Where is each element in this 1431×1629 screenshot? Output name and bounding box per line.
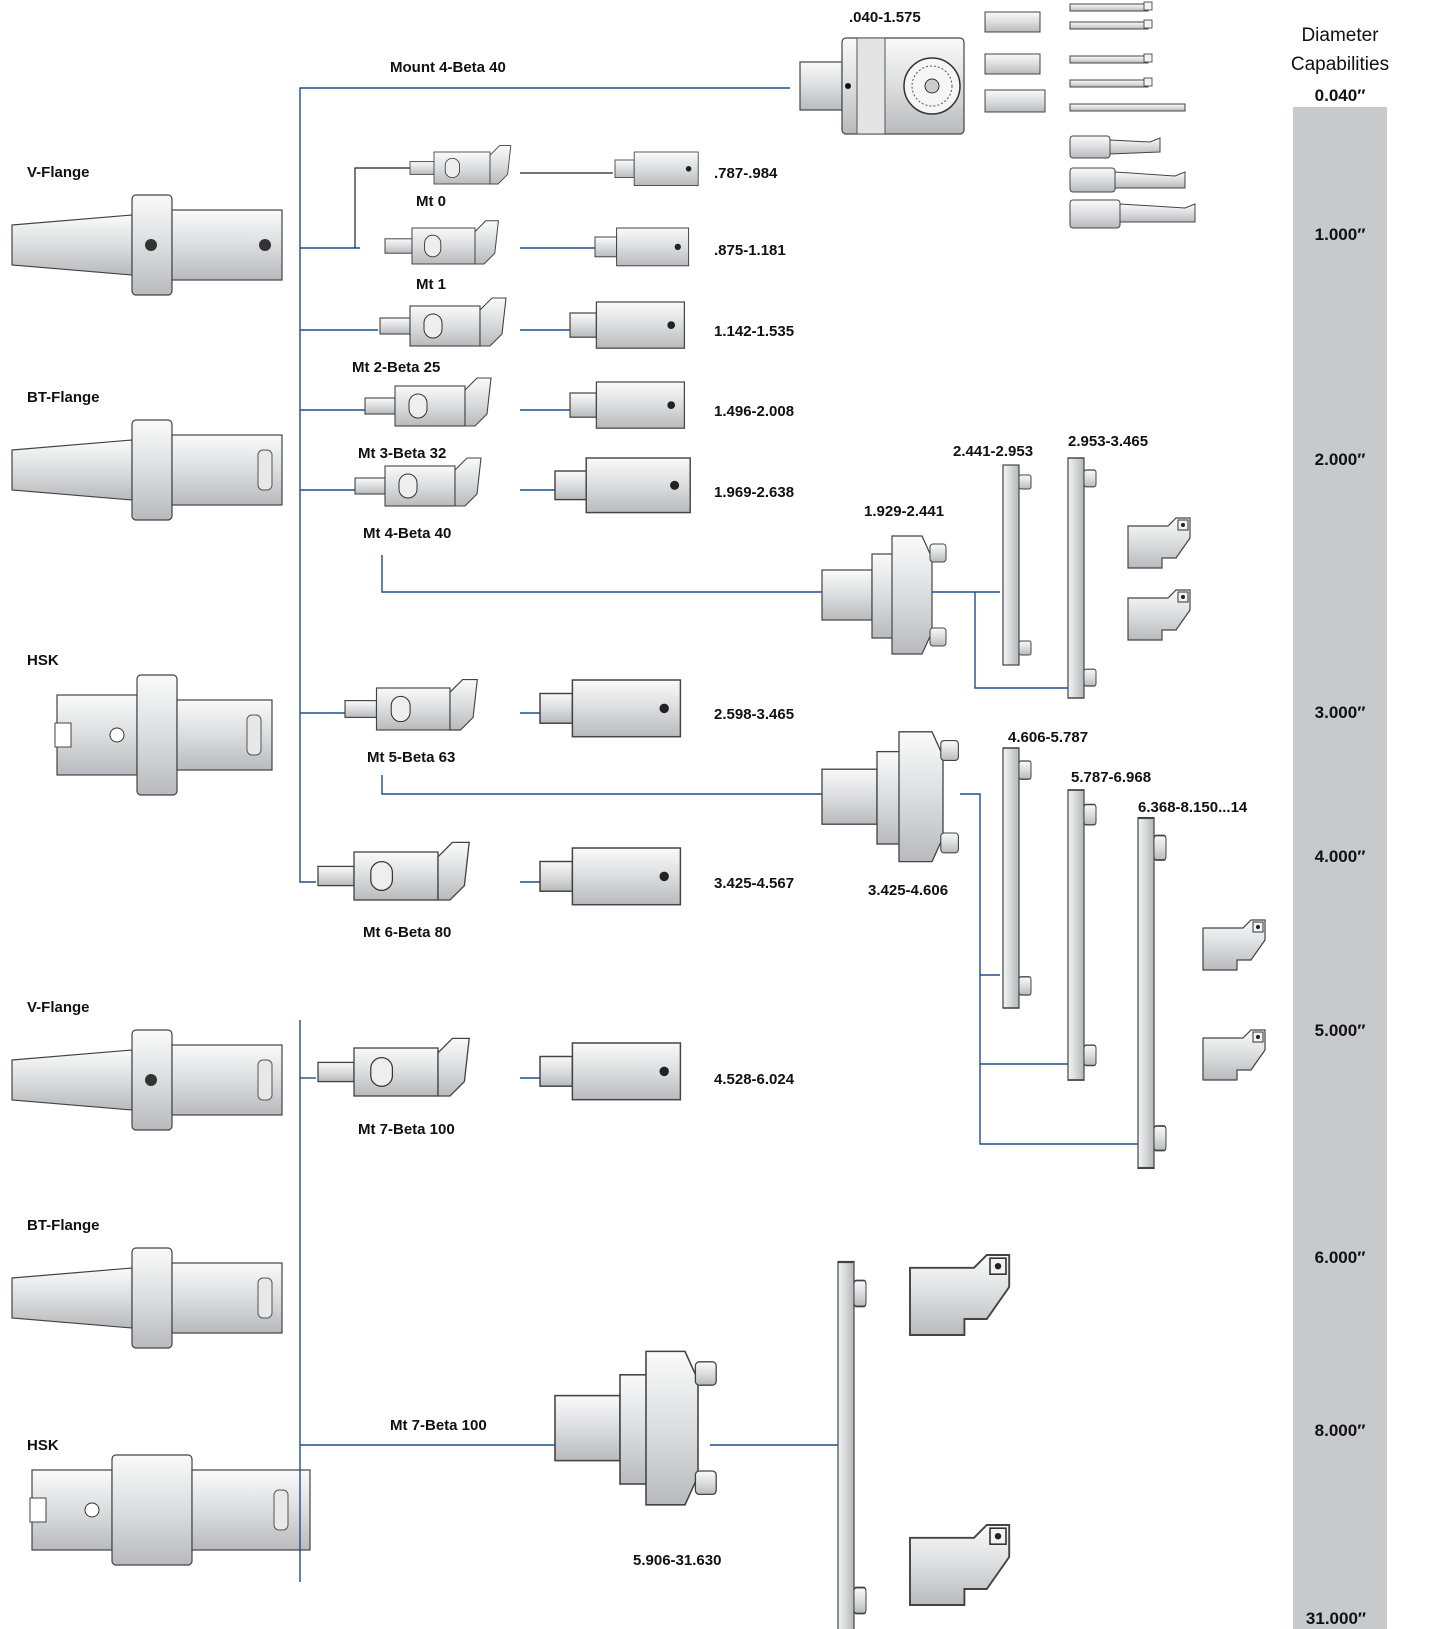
- scale-tick-8: 8.000″: [1315, 1421, 1366, 1440]
- range-mt4: 1.969-2.638: [714, 484, 794, 501]
- mt-6-label: Mt 6-Beta 80: [363, 924, 451, 941]
- scale-tick-1: 1.000″: [1315, 225, 1366, 244]
- holder-label-hsk-2: HSK: [27, 1437, 59, 1454]
- scale-tick-5: 5.000″: [1315, 1021, 1366, 1040]
- range-bridge-7: 6.368-8.150...14: [1138, 799, 1248, 816]
- range-mt0: .787-.984: [714, 165, 778, 182]
- top-small-tools: [984, 1, 1196, 229]
- bt-flange-holder-1: [11, 419, 283, 521]
- holder-label-hsk-1: HSK: [27, 652, 59, 669]
- range-mt1: .875-1.181: [714, 242, 786, 259]
- v-flange-holder-2: [11, 1029, 283, 1131]
- range-mt6: 3.425-4.567: [714, 875, 794, 892]
- hsk-holder-2: [29, 1454, 311, 1566]
- range-mt2: 1.142-1.535: [714, 323, 794, 340]
- holder-label-v-flange-1: V-Flange: [27, 164, 90, 181]
- tool-holders: V-Flange BT-Flange HSK V-Flange BT-Flang…: [11, 164, 311, 1566]
- range-mt3: 1.496-2.008: [714, 403, 794, 420]
- holder-label-bt-flange-2: BT-Flange: [27, 1217, 100, 1234]
- range-top: .040-1.575: [849, 9, 921, 26]
- range-mt7: 4.528-6.024: [714, 1071, 795, 1088]
- holder-label-bt-flange-1: BT-Flange: [27, 389, 100, 406]
- mt-4-label: Mt 4-Beta 40: [363, 525, 451, 542]
- scale-header-line2: Capabilities: [1291, 54, 1389, 75]
- diameter-scale-bar: [1293, 107, 1387, 1629]
- scale-tick-2: 2.000″: [1315, 450, 1366, 469]
- mt-7-label-b: Mt 7-Beta 100: [390, 1417, 487, 1434]
- range-bridge-3: 2.953-3.465: [1068, 433, 1148, 450]
- mount-4-beta-40-label: Mount 4-Beta 40: [390, 59, 506, 76]
- mt-3-label: Mt 3-Beta 32: [358, 445, 446, 462]
- mt-5-label: Mt 5-Beta 63: [367, 749, 455, 766]
- range-bridge-5: 4.606-5.787: [1008, 729, 1088, 746]
- range-mt5: 2.598-3.465: [714, 706, 794, 723]
- range-bridge-6: 5.787-6.968: [1071, 769, 1151, 786]
- range-labels: .040-1.575 .787-.984 .875-1.181 1.142-1.…: [633, 9, 1248, 1569]
- mount-labels: Mount 4-Beta 40 Mt 0 Mt 1 Mt 2-Beta 25 M…: [352, 59, 506, 1434]
- scale-bottom-label: 31.000″: [1306, 1609, 1366, 1628]
- scale-tick-3: 3.000″: [1315, 703, 1366, 722]
- bt-flange-holder-2: [11, 1247, 283, 1349]
- modular-heads: [317, 145, 699, 1101]
- fine-boring-head: [799, 37, 965, 135]
- range-bridge-2: 2.441-2.953: [953, 443, 1033, 460]
- mt-7-label-a: Mt 7-Beta 100: [358, 1121, 455, 1138]
- mt-2-label: Mt 2-Beta 25: [352, 359, 440, 376]
- range-bridge-1: 1.929-2.441: [864, 503, 944, 520]
- mt-0-label: Mt 0: [416, 193, 446, 210]
- mt-1-label: Mt 1: [416, 276, 446, 293]
- range-bridge-8: 5.906-31.630: [633, 1552, 721, 1569]
- scale-header-line1: Diameter: [1301, 25, 1379, 46]
- scale-tick-6: 6.000″: [1315, 1248, 1366, 1267]
- diameter-scale: Diameter Capabilities 0.040″ 1.000″ 2.00…: [1291, 25, 1389, 1629]
- holder-label-v-flange-2: V-Flange: [27, 999, 90, 1016]
- scale-tick-4: 4.000″: [1315, 847, 1366, 866]
- scale-top-label: 0.040″: [1315, 86, 1366, 105]
- v-flange-holder-1: [11, 194, 283, 296]
- range-bridge-4: 3.425-4.606: [868, 882, 948, 899]
- hsk-holder-1: [54, 674, 273, 796]
